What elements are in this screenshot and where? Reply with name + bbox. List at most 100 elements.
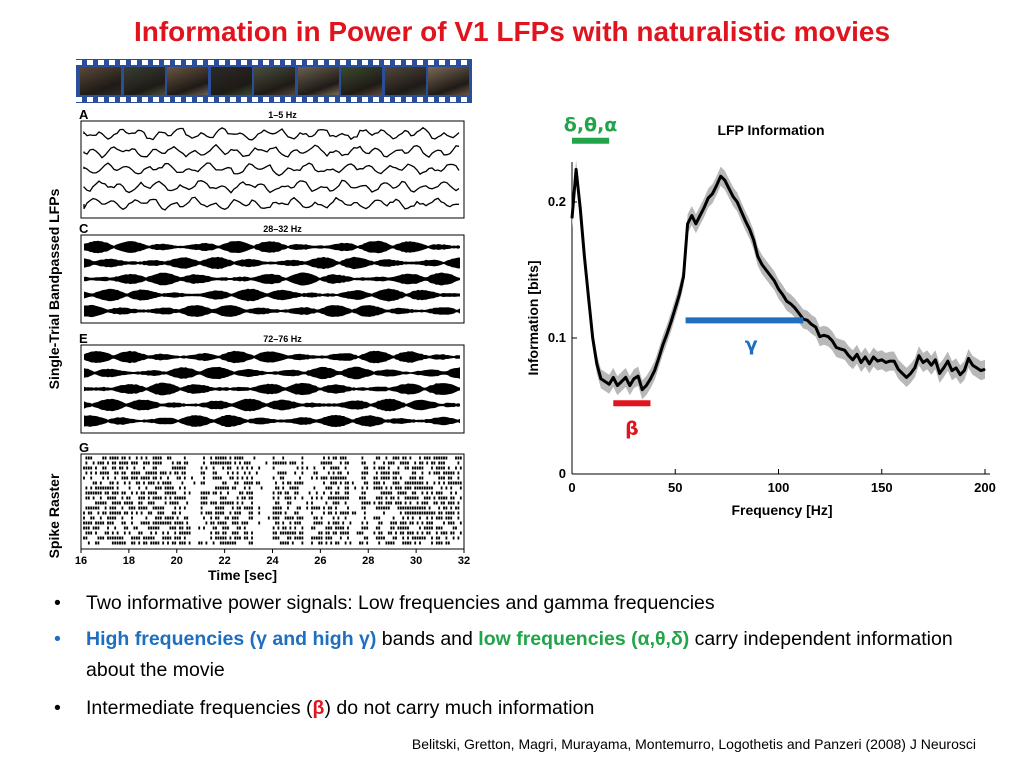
movie-frame xyxy=(341,67,382,95)
spike-raster-row xyxy=(85,496,462,500)
information-data-point xyxy=(984,368,986,370)
information-data-point xyxy=(596,363,598,365)
time-tick-label: 16 xyxy=(75,555,87,567)
spike-raster-row xyxy=(83,521,462,525)
lfp-envelope-trace xyxy=(84,272,460,286)
information-data-point xyxy=(976,367,978,369)
time-tick-label: 18 xyxy=(123,555,135,567)
information-data-point xyxy=(769,274,771,276)
information-data-point xyxy=(583,255,585,257)
movie-frame xyxy=(428,67,469,95)
movie-filmstrip-image xyxy=(76,59,472,103)
panel-letter: C xyxy=(79,221,89,236)
lfp-envelope-trace xyxy=(84,304,460,318)
information-data-point xyxy=(922,361,924,364)
information-data-point xyxy=(575,168,577,170)
information-data-point xyxy=(872,356,875,358)
panel-letter: G xyxy=(79,440,89,455)
band-label: 1–5 Hz xyxy=(268,110,297,120)
information-data-point xyxy=(629,385,631,387)
information-data-point xyxy=(724,179,726,181)
spike-raster-row xyxy=(83,511,460,515)
lfp-envelope-trace xyxy=(84,414,460,428)
spike-raster-row xyxy=(85,486,462,490)
information-data-point xyxy=(860,361,862,364)
information-data-point xyxy=(678,293,680,296)
lfp-trace xyxy=(83,196,459,211)
information-data-point xyxy=(914,367,916,369)
information-data-point xyxy=(967,357,970,359)
information-data-point xyxy=(864,356,866,358)
movie-frame xyxy=(254,67,295,95)
information-data-point xyxy=(972,364,974,366)
x-tick-label: 0 xyxy=(568,480,575,495)
panel-frame xyxy=(80,120,465,219)
time-tick-label: 26 xyxy=(314,555,326,567)
chart-title: LFP Information xyxy=(717,122,824,138)
spike-raster-row xyxy=(92,481,462,485)
bullet-text: β xyxy=(312,697,325,719)
information-data-point xyxy=(810,323,813,325)
information-data-point xyxy=(662,344,664,346)
time-tick-label: 30 xyxy=(410,555,422,567)
lfp-envelope-trace xyxy=(84,256,460,270)
x-tick-label: 100 xyxy=(768,480,790,495)
band-label: 72–76 Hz xyxy=(263,334,302,344)
movie-frame xyxy=(210,67,252,95)
lfp-axis-label: Single-Trial Bandpassed LFPs xyxy=(46,188,62,389)
information-data-point xyxy=(794,307,796,309)
information-data-point xyxy=(740,210,742,213)
information-data-point xyxy=(839,348,841,350)
y-axis-label: Information [bits] xyxy=(525,260,541,375)
information-data-point xyxy=(827,336,829,338)
information-data-point xyxy=(963,370,965,372)
information-data-point xyxy=(777,288,780,290)
error-band xyxy=(572,159,985,400)
information-data-point xyxy=(761,264,763,266)
information-data-point xyxy=(823,334,825,336)
movie-frame xyxy=(123,67,165,95)
movie-frame xyxy=(297,67,339,95)
lfp-envelope-trace xyxy=(84,398,460,412)
information-data-point xyxy=(905,376,908,378)
slide-title: Information in Power of V1 LFPs with nat… xyxy=(133,16,891,47)
information-data-point xyxy=(691,215,693,217)
information-data-point xyxy=(868,363,870,365)
information-data-point xyxy=(571,217,573,219)
information-data-point xyxy=(835,346,837,349)
panel-frame xyxy=(80,234,465,324)
information-data-point xyxy=(732,196,734,198)
information-data-point xyxy=(715,185,718,187)
raster-axis-label: Spike Raster xyxy=(46,473,62,558)
information-data-point xyxy=(744,220,747,222)
information-data-point xyxy=(934,359,936,361)
information-data-point xyxy=(765,269,767,271)
y-tick-label: 0.2 xyxy=(548,194,566,209)
information-data-point xyxy=(621,380,623,383)
movie-frame xyxy=(80,67,121,95)
information-data-point xyxy=(649,378,652,380)
lfp-trace xyxy=(83,179,460,194)
information-data-point xyxy=(753,239,755,241)
bullet-text: Intermediate frequencies ( xyxy=(86,697,313,719)
information-data-point xyxy=(687,223,689,225)
information-data-point xyxy=(782,293,784,296)
x-tick-label: 50 xyxy=(668,480,682,495)
information-data-point xyxy=(819,336,821,338)
time-tick-label: 20 xyxy=(171,555,183,567)
information-data-point xyxy=(666,333,668,335)
information-data-point xyxy=(658,357,660,359)
information-data-point xyxy=(592,337,594,339)
time-tick-label: 24 xyxy=(266,555,279,567)
information-data-point xyxy=(852,359,854,361)
information-data-point xyxy=(918,355,920,357)
lfp-envelope-trace xyxy=(84,240,460,254)
spike-raster-row xyxy=(83,466,462,470)
information-data-point xyxy=(749,228,751,230)
spike-raster-row xyxy=(83,526,457,530)
information-data-point xyxy=(831,340,833,342)
information-data-point xyxy=(695,223,697,225)
information-data-point xyxy=(901,372,903,374)
